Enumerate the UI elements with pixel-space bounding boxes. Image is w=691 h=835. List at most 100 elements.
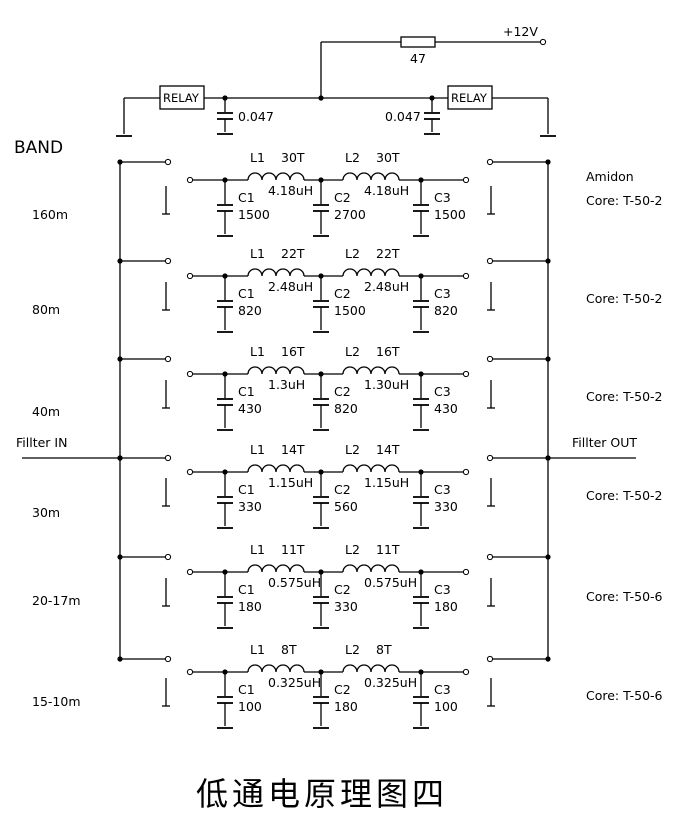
amidon-label: Amidon [586,169,634,184]
c1-label: C1 [238,190,255,205]
l2-label: L2 [345,344,360,359]
c3-label: C3 [434,582,451,597]
capacitor-c2 [313,177,329,237]
c2-value: 820 [334,401,358,416]
c1-value: 180 [238,599,262,614]
stage-input-terminal [186,668,194,676]
capacitor-c1 [217,669,233,729]
relay-contact [486,355,494,363]
stage-output-terminal [462,668,470,676]
band-label: 15-10m [32,694,81,709]
core-label: Core: T-50-6 [586,589,663,604]
relay-1-cap-label: 0.047 [238,109,274,124]
l2-inductance: 0.575uH [364,575,417,590]
c1-value: 820 [238,303,262,318]
inductor-l1 [247,366,305,375]
c1-value: 1500 [238,207,270,222]
relay-contact [164,158,172,166]
l2-inductance: 0.325uH [364,675,417,690]
stage-output-terminal [462,176,470,184]
capacitor-c3 [413,273,429,333]
capacitor-c3 [413,669,429,729]
l2-label: L2 [345,246,360,261]
c3-value: 100 [434,699,458,714]
l2-label: L2 [345,442,360,457]
c3-value: 430 [434,401,458,416]
c2-value: 2700 [334,207,366,222]
band-label: 160m [32,207,68,222]
l2-inductance: 1.30uH [364,377,409,392]
l2-turns: 16T [376,344,400,359]
core-label: Core: T-50-2 [586,193,662,208]
l2-label: L2 [345,150,360,165]
l2-turns: 11T [376,542,400,557]
c3-value: 180 [434,599,458,614]
c2-label: C2 [334,384,351,399]
diagram-title: 低通电原理图四 [196,775,448,813]
stage-output-terminal [462,568,470,576]
l1-turns: 22T [281,246,305,261]
c2-value: 1500 [334,303,366,318]
stage-input-terminal [186,468,194,476]
stage-input-terminal [186,272,194,280]
l2-turns: 30T [376,150,400,165]
relay-contact [486,655,494,663]
l2-inductance: 4.18uH [364,183,409,198]
stage-output-terminal [462,370,470,378]
inductor-l2 [342,366,400,375]
c3-label: C3 [434,190,451,205]
c2-label: C2 [334,190,351,205]
l2-label: L2 [345,642,360,657]
stage-input-terminal [186,370,194,378]
inductor-l1 [247,664,305,673]
inductor-l2 [342,268,400,277]
core-label: Core: T-50-2 [586,389,662,404]
relay-contact [164,553,172,561]
c2-label: C2 [334,286,351,301]
c2-label: C2 [334,482,351,497]
c3-label: C3 [434,682,451,697]
relay-contact [164,257,172,265]
c1-label: C1 [238,286,255,301]
l1-inductance: 1.15uH [268,475,313,490]
c3-label: C3 [434,286,451,301]
supply-terminal [539,38,547,46]
capacitor-c3 [413,177,429,237]
inductor-l1 [247,172,305,181]
band-label: 80m [32,302,60,317]
c1-label: C1 [238,482,255,497]
output-bus: Fillter OUT [545,162,637,659]
band-label: 20-17m [32,593,81,608]
c2-label: C2 [334,582,351,597]
l1-inductance: 4.18uH [268,183,313,198]
relay-contact [486,257,494,265]
filter-in-label: Fillter IN [16,435,67,450]
stage-output-terminal [462,468,470,476]
core-label: Core: T-50-6 [586,688,663,703]
c2-value: 180 [334,699,358,714]
supply-voltage-label: +12V [503,24,538,39]
l1-turns: 30T [281,150,305,165]
l1-turns: 11T [281,542,305,557]
l2-turns: 22T [376,246,400,261]
capacitor-c2 [313,273,329,333]
stage-input-terminal [186,176,194,184]
inductor-l1 [247,268,305,277]
relay-supply-section: +12V 47 RELAY 0.047 RELAY 0.047 [116,24,556,137]
l1-turns: 8T [281,642,297,657]
relay-contact [164,454,172,462]
band-label: 30m [32,505,60,520]
l1-inductance: 0.575uH [268,575,321,590]
relay-contact [164,655,172,663]
l2-inductance: 2.48uH [364,279,409,294]
capacitor-c1 [217,177,233,237]
capacitor-c3 [413,469,429,529]
capacitor-c1 [217,569,233,629]
